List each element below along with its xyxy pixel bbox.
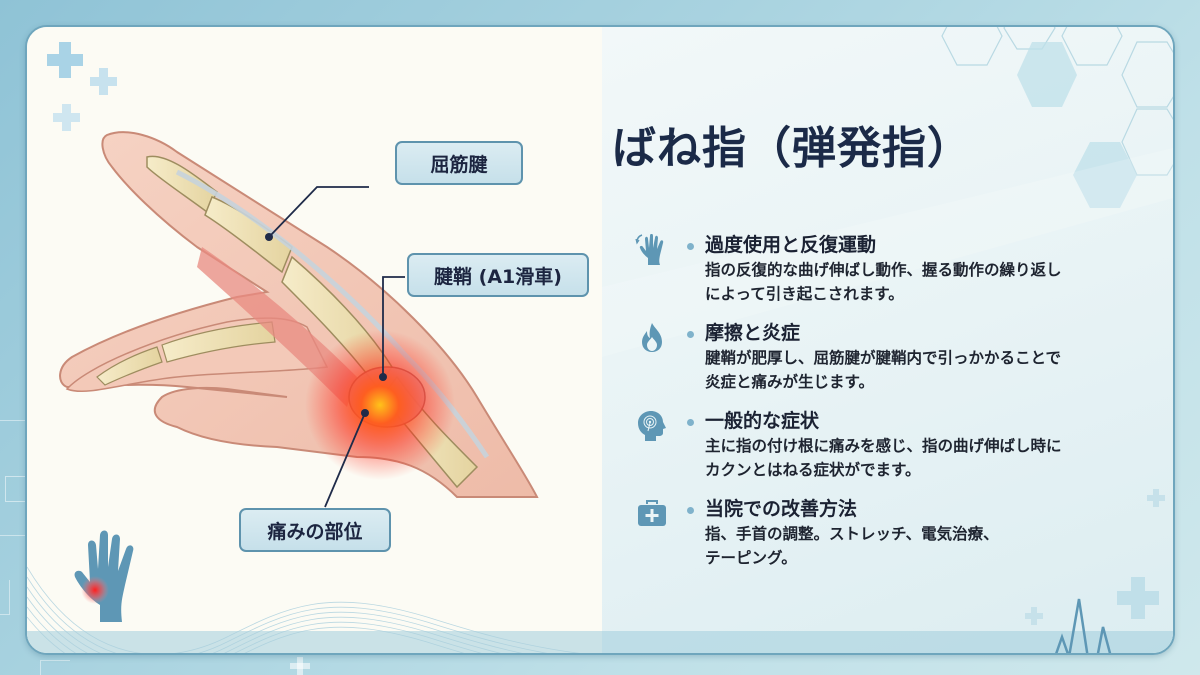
infographic-card: 屈筋腱 腱鞘 (A1滑車) 痛みの部位 bbox=[25, 25, 1175, 655]
info-item-treatment: 当院での改善方法 指、手首の調整。ストレッチ、電気治療、 テーピング。 bbox=[635, 496, 1155, 570]
plus-decoration bbox=[1147, 489, 1165, 507]
first-aid-kit-icon bbox=[638, 500, 666, 526]
background-decoration bbox=[40, 660, 70, 675]
bullet-dot bbox=[687, 243, 694, 250]
background-decoration bbox=[0, 580, 10, 615]
hand-pain-icon bbox=[74, 530, 134, 622]
plus-outline-decoration bbox=[5, 476, 25, 502]
bullet-dot bbox=[687, 331, 694, 338]
item-heading: 一般的な症状 bbox=[705, 410, 820, 432]
item-body-line: によって引き起こされます。 bbox=[705, 285, 904, 303]
flame-icon bbox=[642, 323, 662, 352]
plus-decoration bbox=[1117, 577, 1159, 619]
label-pain-site: 痛みの部位 bbox=[239, 508, 391, 552]
info-item-overuse: 過度使用と反復運動 指の反復的な曲げ伸ばし動作、握る動作の繰り返し によって引き… bbox=[635, 232, 1155, 306]
plus-decoration bbox=[47, 42, 83, 78]
item-heading: 過度使用と反復運動 bbox=[705, 234, 877, 256]
trigger-finger-illustration bbox=[59, 131, 539, 508]
bullet-dot bbox=[687, 419, 694, 426]
item-body-line: カクンとはねる症状がでます。 bbox=[705, 461, 921, 479]
label-tendon-sheath: 腱鞘 (A1滑車) bbox=[407, 253, 589, 297]
label-flexor-tendon: 屈筋腱 bbox=[395, 141, 523, 185]
item-body-line: テーピング。 bbox=[705, 549, 797, 567]
item-heading: 摩擦と炎症 bbox=[705, 322, 801, 344]
info-item-friction: 摩擦と炎症 腱鞘が肥厚し、屈筋腱が腱鞘内で引っかかることで 炎症と痛みが生じます… bbox=[635, 320, 1155, 394]
info-item-symptoms: 一般的な症状 主に指の付け根に痛みを感じ、指の曲げ伸ばし時に カクンとはねる症状… bbox=[635, 408, 1155, 482]
plus-decoration bbox=[290, 657, 310, 675]
bullet-dot bbox=[687, 507, 694, 514]
plus-decoration bbox=[90, 68, 117, 95]
plus-decoration bbox=[53, 104, 80, 131]
item-body-line: 指の反復的な曲げ伸ばし動作、握る動作の繰り返し bbox=[705, 261, 1062, 279]
item-body-line: 指、手首の調整。ストレッチ、電気治療、 bbox=[705, 525, 999, 543]
page-title: ばね指（弾発指） bbox=[612, 123, 972, 174]
background-decoration bbox=[0, 535, 25, 536]
hand-motion-icon bbox=[635, 234, 664, 265]
item-body-line: 主に指の付け根に痛みを感じ、指の曲げ伸ばし時に bbox=[705, 437, 1062, 455]
item-body-line: 炎症と痛みが生じます。 bbox=[705, 373, 874, 391]
background-decoration bbox=[0, 420, 25, 421]
head-brain-icon bbox=[638, 411, 666, 441]
info-list: 過度使用と反復運動 指の反復的な曲げ伸ばし動作、握る動作の繰り返し によって引き… bbox=[635, 232, 1155, 584]
item-heading: 当院での改善方法 bbox=[705, 498, 858, 520]
plus-decoration bbox=[1025, 607, 1043, 625]
hexagon-decoration bbox=[602, 27, 1173, 357]
info-panel bbox=[602, 27, 1173, 653]
item-body-line: 腱鞘が肥厚し、屈筋腱が腱鞘内で引っかかることで bbox=[705, 349, 1062, 367]
